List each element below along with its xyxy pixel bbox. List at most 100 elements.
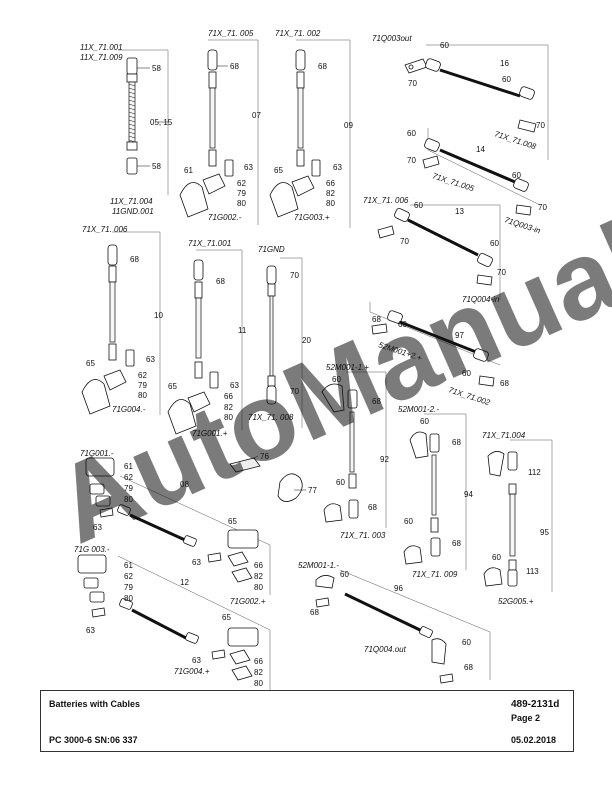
cable-spiral-mark [128, 123, 136, 127]
label-item-68: 68 [372, 315, 381, 324]
label-item-62: 62 [124, 473, 133, 482]
label-item-70: 70 [497, 268, 506, 277]
label-item-62: 62 [237, 179, 246, 188]
label-item-63: 63 [230, 381, 239, 390]
label-ref-71x71-005: 71X_71.005 [431, 171, 475, 193]
cable-assembly-12 [77, 554, 271, 690]
label-ref-71q004-in: 71Q004-in [462, 295, 500, 304]
label-item-60: 60 [398, 320, 407, 329]
label-item-61: 61 [124, 462, 133, 471]
cable-assembly-95 [483, 439, 553, 592]
label-item-68: 68 [452, 438, 461, 447]
machine-model: PC 3000-6 SN:06 337 [49, 735, 138, 745]
label-ref-11x71-001: 11X_71.001 [80, 43, 123, 52]
drawing-title: Batteries with Cables [49, 699, 141, 709]
label-ref-71g004-minus: 71G004.- [112, 405, 146, 414]
label-item-60: 60 [492, 553, 501, 562]
label-item-113: 113 [526, 567, 539, 576]
label-ref-71x71-006: 71X_71. 006 [82, 225, 128, 234]
cable-assembly-20 [266, 257, 303, 428]
label-item-68: 68 [368, 503, 377, 512]
label-item-62: 62 [138, 371, 147, 380]
label-ref-52m001-1-minus: 52M001-1.- [298, 561, 339, 570]
label-item-68: 68 [310, 608, 319, 617]
label-item-68: 68 [230, 62, 239, 71]
label-ref-71x71-006: 71X_71. 006 [363, 196, 409, 205]
label-item-63: 63 [93, 523, 102, 532]
label-ref-71x71-005: 71X_71. 005 [208, 29, 254, 38]
label-item-60: 60 [502, 75, 511, 84]
label-item-79: 79 [138, 381, 147, 390]
label-item-65: 65 [168, 382, 177, 391]
label-item-60: 60 [440, 41, 449, 50]
label-item-80: 80 [237, 199, 246, 208]
cable-assembly-96 [315, 569, 491, 684]
label-item-70: 70 [290, 271, 299, 280]
label-item-60: 60 [490, 239, 499, 248]
cable-spiral-mark [128, 107, 136, 111]
label-ref-11x71-004: 11X_71.004 [110, 197, 153, 206]
cable-assembly-07 [179, 39, 259, 225]
label-ref-71q003out: 71Q003out [372, 34, 412, 43]
label-item-68: 68 [372, 397, 381, 406]
label-ref-52g005-plus: 52G005.+ [498, 597, 534, 606]
label-item-63: 63 [244, 163, 253, 172]
label-qty-09: 09 [344, 121, 353, 130]
label-item-60: 60 [336, 478, 345, 487]
label-ref-71g002-plus: 71G002.+ [230, 597, 266, 606]
label-ref-71g003-minus: 71G 003.- [74, 545, 110, 554]
label-ref-71g004-plus: 71G004.+ [174, 667, 210, 676]
label-item-80: 80 [124, 495, 133, 504]
label-item-77: 77 [308, 486, 317, 495]
label-qty-12: 12 [180, 578, 189, 587]
label-ref-71x71-001: 71X_71.001 [188, 239, 231, 248]
label-qty-94: 94 [464, 490, 473, 499]
label-item-58: 58 [152, 162, 161, 171]
cable-assembly-13 [377, 204, 501, 300]
loose-items-76-77 [229, 455, 306, 502]
label-item-70: 70 [408, 79, 417, 88]
label-item-63: 63 [192, 656, 201, 665]
label-qty-13: 13 [455, 207, 464, 216]
label-item-60: 60 [407, 129, 416, 138]
label-ref-11gnd-001: 11GND.001 [112, 207, 154, 216]
label-item-65: 65 [274, 166, 283, 175]
cable-assembly-16 [404, 44, 549, 160]
cable-assembly-08 [85, 457, 271, 595]
label-qty-97: 97 [455, 331, 464, 340]
label-item-65: 65 [228, 517, 237, 526]
label-item-80: 80 [254, 679, 263, 688]
document-number: 489-2131d [511, 699, 560, 710]
label-item-82: 82 [254, 572, 263, 581]
label-item-63: 63 [86, 626, 95, 635]
label-ref-71x71-008: 71X_71.008 [493, 129, 537, 151]
cable-assembly-97 [369, 302, 501, 387]
cable-spiral-mark [128, 103, 136, 107]
label-item-63: 63 [192, 558, 201, 567]
label-item-65: 65 [222, 613, 231, 622]
label-item-79: 79 [124, 484, 133, 493]
label-item-79: 79 [124, 583, 133, 592]
label-item-60: 60 [420, 417, 429, 426]
label-item-70: 70 [536, 121, 545, 130]
label-qty-96: 96 [394, 584, 403, 593]
cable-spiral-mark [128, 99, 136, 103]
label-item-82: 82 [326, 189, 335, 198]
cable-spiral-mark [128, 87, 136, 91]
label-ref-52m001-2-minus: 52M001-2.- [398, 405, 439, 414]
label-qty-92: 92 [380, 455, 389, 464]
label-ref-71x71-008: 71X_71. 008 [248, 413, 294, 422]
label-item-82: 82 [224, 403, 233, 412]
label-item-62: 62 [124, 572, 133, 581]
label-item-60: 60 [414, 201, 423, 210]
label-item-66: 66 [224, 392, 233, 401]
label-ref-71q004-out: 71Q004.out [364, 645, 407, 654]
label-item-70: 70 [400, 237, 409, 246]
label-item-60: 60 [512, 171, 521, 180]
label-ref-71g002-minus: 71G002.- [208, 213, 242, 222]
label-qty-05-15: 05, 15 [150, 118, 173, 127]
label-ref-52m001-1-plus: 52M001-1.+ [326, 363, 369, 372]
label-ref-71x71-009: 71X_71. 009 [412, 570, 458, 579]
label-ref-11x71-009: 11X_71.009 [80, 53, 123, 62]
